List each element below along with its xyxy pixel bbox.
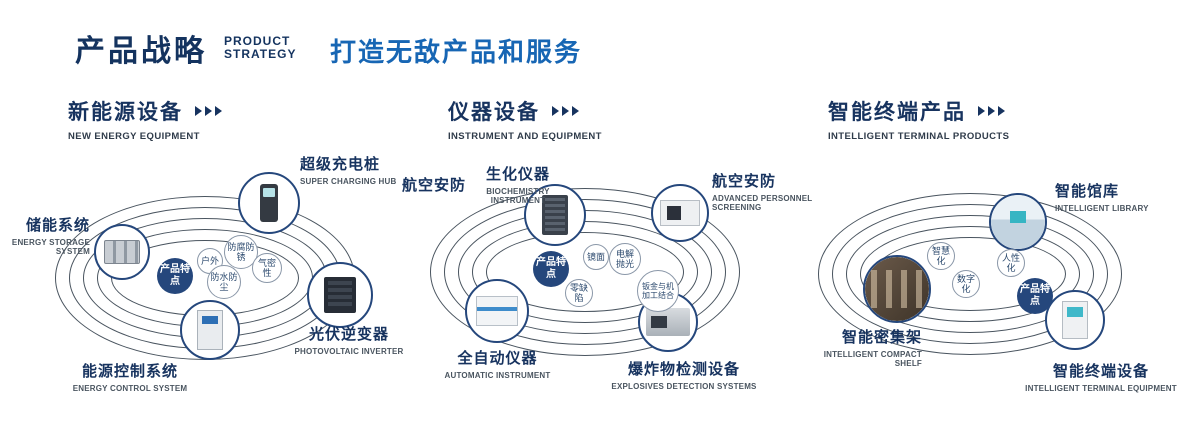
product-name-en: AUTOMATIC INSTRUMENT	[444, 371, 551, 380]
product-label-intelligent-library: 智能馆库 INTELLIGENT LIBRARY	[1055, 180, 1167, 213]
chevron-right-icon	[549, 106, 579, 116]
product-name-en: INTELLIGENT LIBRARY	[1055, 204, 1149, 213]
product-node-compact-shelf	[863, 255, 931, 323]
product-name: 能源控制系统	[81, 363, 178, 380]
page-title: 产品战略	[75, 35, 207, 68]
product-node-energy-control	[180, 300, 240, 360]
terminal-equipment-photo	[1062, 301, 1088, 339]
product-node-super-charger	[238, 172, 300, 234]
section-subtitle-terminal: INTELLIGENT TERMINAL PRODUCTS	[828, 131, 1010, 142]
orbit-ring	[846, 215, 1094, 333]
page-title-en: PRODUCT STRATEGY	[224, 35, 296, 61]
feature-bubble: 零缺陷	[565, 279, 593, 307]
feature-bubble: 防水防尘	[207, 265, 241, 299]
product-label-super-charger: 超级充电桩 SUPER CHARGING HUB	[300, 153, 415, 186]
product-name-en: ENERGY CONTROL SYSTEM	[72, 384, 188, 393]
product-node-automatic-instrument	[465, 279, 529, 343]
product-label-energy-control: 能源控制系统 ENERGY CONTROL SYSTEM	[55, 360, 205, 393]
product-label-biochemistry: 生化仪器 BIOCHEMISTRY INSTRUMENT	[470, 163, 566, 205]
feature-bubble: 电解抛光	[609, 243, 641, 275]
feature-bubble: 镜面	[583, 244, 609, 270]
feature-bubble: 智慧化	[927, 242, 955, 270]
product-name: 爆炸物检测设备	[627, 361, 740, 378]
product-name: 全自动仪器	[457, 350, 538, 367]
automatic-instrument-photo	[476, 296, 518, 326]
product-name-en: ADVANCED PERSONNEL SCREENING	[712, 194, 813, 212]
product-label-energy-storage: 储能系统 ENERGY STORAGE SYSTEM	[8, 214, 90, 256]
feature-bubble: 气密性	[252, 253, 282, 283]
product-name: 超级充电桩	[300, 156, 381, 173]
product-label-automatic-instrument: 全自动仪器 AUTOMATIC INSTRUMENT	[430, 347, 565, 380]
biochemistry-photo	[542, 195, 568, 235]
feature-bubble: 钣金与机加工结合	[637, 270, 679, 312]
section-subtitle-new-energy: NEW ENERGY EQUIPMENT	[68, 131, 200, 142]
orbit-ring	[444, 199, 726, 345]
orbit-ring	[430, 188, 740, 356]
product-name: 航空安防	[712, 173, 777, 190]
product-name-en: SUPER CHARGING HUB	[300, 177, 397, 186]
super-charger-photo	[260, 184, 278, 222]
page-title-en-line2: STRATEGY	[224, 47, 297, 61]
product-label-explosives-detection: 爆炸物检测设备 EXPLOSIVES DETECTION SYSTEMS	[595, 358, 773, 391]
product-name: 生化仪器	[485, 166, 550, 183]
side-label-aviation-security: 航空安防	[402, 177, 467, 194]
product-name: 光伏逆变器	[308, 326, 389, 343]
section-header-terminal: 智能终端产品 INTELLIGENT TERMINAL PRODUCTS	[828, 96, 1009, 142]
slogan: 打造无敌产品和服务	[330, 37, 583, 67]
feature-bubble: 数字化	[952, 270, 980, 298]
intelligent-library-photo	[991, 195, 1045, 249]
chevron-right-icon	[975, 106, 1005, 116]
product-name: 智能馆库	[1055, 183, 1120, 200]
section-title-terminal: 智能终端产品	[828, 101, 966, 124]
product-name-en: BIOCHEMISTRY INSTRUMENT	[486, 187, 550, 205]
orbit-ring	[832, 204, 1108, 344]
feature-bubble: 人性化	[997, 249, 1025, 277]
energy-control-photo	[197, 310, 223, 350]
product-node-energy-storage	[94, 224, 150, 280]
product-name-en: PHOTOVOLTAIC INVERTER	[294, 347, 404, 356]
orbit-ring	[818, 193, 1122, 355]
pv-inverter-photo	[324, 277, 356, 313]
product-features-badge: 产品特点	[533, 251, 569, 287]
product-node-personnel-screening	[651, 184, 709, 242]
product-label-terminal-equipment: 智能终端设备 INTELLIGENT TERMINAL EQUIPMENT	[1015, 360, 1187, 393]
section-subtitle-instrument: INSTRUMENT AND EQUIPMENT	[448, 131, 602, 142]
orbit-ring	[860, 226, 1080, 322]
product-features-badge: 产品特点	[157, 258, 193, 294]
section-header-new-energy: 新能源设备 NEW ENERGY EQUIPMENT	[68, 96, 222, 142]
product-node-terminal-equipment	[1045, 290, 1105, 350]
energy-storage-photo	[104, 240, 140, 264]
product-name-en: INTELLIGENT TERMINAL EQUIPMENT	[1025, 384, 1177, 393]
orbit-ring	[486, 232, 684, 312]
product-name: 储能系统	[25, 217, 90, 234]
personnel-screening-photo	[660, 200, 700, 226]
page-title-en-line1: PRODUCT	[224, 34, 291, 48]
product-features-badge: 产品特点	[1017, 278, 1053, 314]
product-label-pv-inverter: 光伏逆变器 PHOTOVOLTAIC INVERTER	[285, 323, 413, 356]
product-name-en: EXPLOSIVES DETECTION SYSTEMS	[611, 382, 757, 391]
compact-shelf-photo	[865, 257, 929, 321]
section-header-instrument: 仪器设备 INSTRUMENT AND EQUIPMENT	[448, 96, 602, 142]
product-node-pv-inverter	[307, 262, 373, 328]
product-node-biochemistry	[524, 184, 586, 246]
product-label-personnel-screening: 航空安防 ADVANCED PERSONNEL SCREENING	[712, 170, 818, 212]
product-name-en: ENERGY STORAGE SYSTEM	[11, 238, 90, 256]
product-label-compact-shelf: 智能密集架 INTELLIGENT COMPACT SHELF	[800, 326, 922, 368]
product-name-en: INTELLIGENT COMPACT SHELF	[823, 350, 922, 368]
section-title-instrument: 仪器设备	[448, 101, 540, 124]
product-node-intelligent-library	[989, 193, 1047, 251]
product-name: 智能终端设备	[1052, 363, 1149, 380]
product-name: 智能密集架	[841, 329, 922, 346]
explosives-detection-photo	[646, 308, 690, 336]
chevron-right-icon	[192, 106, 222, 116]
section-title-new-energy: 新能源设备	[68, 101, 183, 124]
